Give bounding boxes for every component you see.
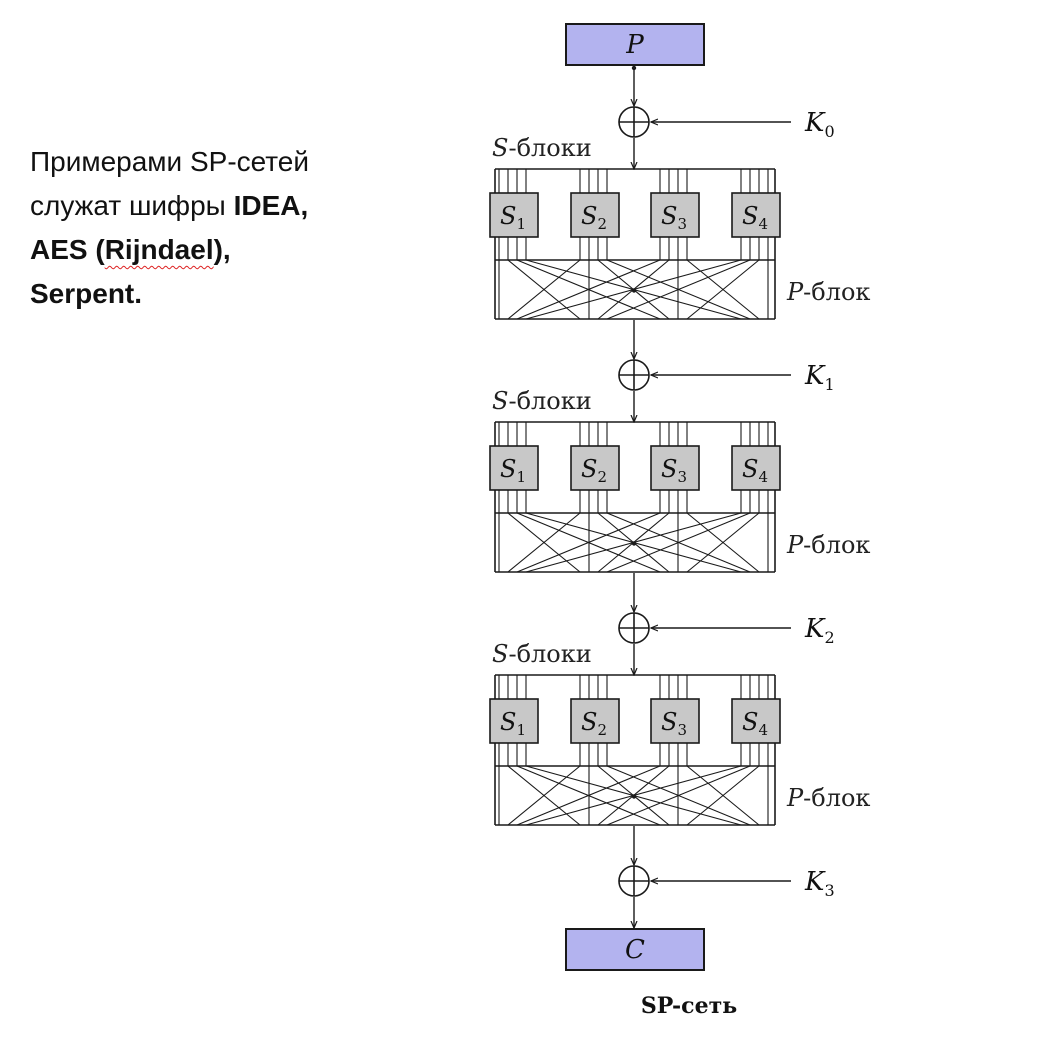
description-text: Примерами SP-сетей служат шифры IDEA, AE… [30, 140, 320, 316]
key-label-3: K3 [804, 867, 835, 900]
sbox-4: S4 [731, 698, 781, 744]
sbox-2: S2 [570, 445, 620, 491]
description-bold1: IDEA, AES ( [30, 190, 309, 265]
sbox-label: S2 [581, 455, 607, 486]
sbox-label: S2 [581, 202, 607, 233]
pbox-wiring [498, 512, 769, 573]
pbox-center-dot [631, 288, 637, 293]
sbox-label: S3 [661, 455, 687, 486]
sbox-3: S3 [650, 192, 700, 238]
sblocks-label: S-блоки [492, 387, 592, 415]
key-mix-0: K0 [618, 106, 835, 141]
key-mix-2: K2 [618, 612, 835, 647]
pbox-wiring [498, 765, 769, 826]
sbox-label: S1 [500, 708, 526, 739]
plaintext-output-dot [631, 65, 637, 71]
sbox-2: S2 [570, 192, 620, 238]
sbox-2: S2 [570, 698, 620, 744]
sbox-3: S3 [650, 445, 700, 491]
pblock-label: P-блок [786, 531, 870, 559]
xor-icon [618, 106, 650, 138]
pblock-label: P-блок [786, 784, 870, 812]
ciphertext-label: C [625, 935, 645, 965]
sbox-label: S1 [500, 202, 526, 233]
sbox-label: S4 [742, 455, 768, 486]
sblocks-label: S-блоки [492, 134, 592, 162]
pbox-center-dot [631, 541, 637, 546]
sbox-label: S3 [661, 708, 687, 739]
key-label-2: K2 [804, 614, 835, 647]
xor-icon [618, 612, 650, 644]
ciphertext-block: C [565, 928, 705, 971]
sbox-1: S1 [489, 698, 539, 744]
key-label-0: K0 [804, 108, 835, 141]
sbox-label: S4 [742, 708, 768, 739]
sbox-label: S4 [742, 202, 768, 233]
key-mix-3: K3 [618, 865, 835, 900]
sbox-4: S4 [731, 445, 781, 491]
sbox-3: S3 [650, 698, 700, 744]
pbox-wiring [498, 259, 769, 320]
key-mix-1: K1 [618, 359, 835, 394]
sbox-label: S3 [661, 202, 687, 233]
key-label-1: K1 [804, 361, 835, 394]
sbox-1: S1 [489, 192, 539, 238]
xor-icon [618, 865, 650, 897]
description-bold2: ), Serpent. [30, 234, 231, 309]
sblocks-label: S-блоки [492, 640, 592, 668]
sbox-label: S2 [581, 708, 607, 739]
xor-icon [618, 359, 650, 391]
diagram-title: SP-сеть [641, 993, 737, 1019]
plaintext-block: P [565, 23, 705, 66]
pblock-label: P-блок [786, 278, 870, 306]
plaintext-label: P [625, 30, 644, 60]
sbox-1: S1 [489, 445, 539, 491]
pbox-center-dot [631, 794, 637, 799]
description-part1: Примерами SP-сетей служат шифры [30, 146, 310, 221]
sbox-4: S4 [731, 192, 781, 238]
description-underlined-word: Rijndael [104, 234, 214, 265]
sbox-label: S1 [500, 455, 526, 486]
